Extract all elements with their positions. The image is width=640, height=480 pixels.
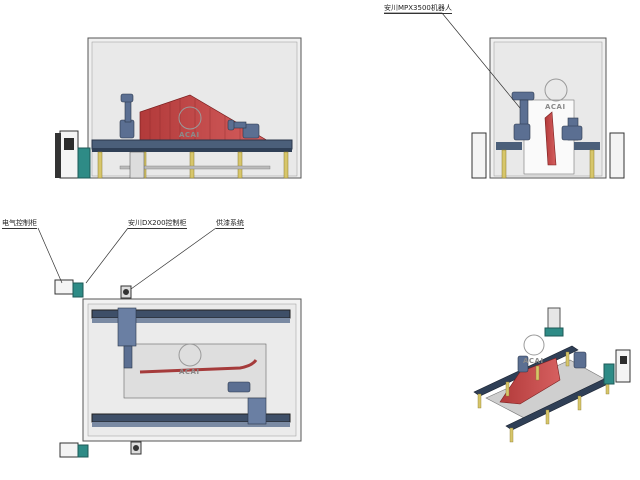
- side-robot-right: [561, 117, 583, 141]
- supply-system-callout-label: 供漆系统: [216, 219, 244, 229]
- supply-callout-leader: [130, 227, 217, 290]
- dx200-callout-leader: [85, 227, 129, 284]
- plan-workpiece: [139, 359, 258, 374]
- front-dx200-cabinet: [77, 147, 91, 179]
- front-robot-left: [119, 93, 135, 139]
- watermark-text: ACAI: [545, 103, 566, 111]
- plan-dx200-cabinet: [72, 282, 84, 298]
- side-workpiece: [544, 111, 557, 166]
- iso-dx200-cabinet: [603, 363, 615, 385]
- plan-rail-bottom: [91, 397, 291, 427]
- iso-electric-cabinet: [615, 349, 631, 383]
- watermark-text: ACAI: [179, 131, 200, 139]
- robot-callout-label: 安川MPX3500机器人: [384, 4, 452, 14]
- watermark-logo: [178, 78, 568, 367]
- plan-electric-cabinet: [54, 279, 74, 295]
- iso-workpiece: [499, 357, 561, 405]
- plan-rail-top: [91, 307, 291, 347]
- side-view: [384, 12, 625, 179]
- electric-cabinet-callout-label: 电气控制柜: [2, 219, 37, 229]
- watermark-text: ACAI: [179, 368, 200, 376]
- plan-view: [37, 227, 302, 458]
- watermark-text: ACAI: [523, 357, 544, 365]
- dx200-cabinet-callout-label: 安川DX200控制柜: [128, 219, 187, 229]
- isometric-view: [473, 307, 631, 443]
- side-robot-left: [511, 91, 535, 141]
- electric-callout-leader: [37, 227, 63, 284]
- front-rail-beam: [91, 139, 293, 150]
- front-robot-right: [227, 119, 260, 139]
- front-view: [55, 37, 302, 179]
